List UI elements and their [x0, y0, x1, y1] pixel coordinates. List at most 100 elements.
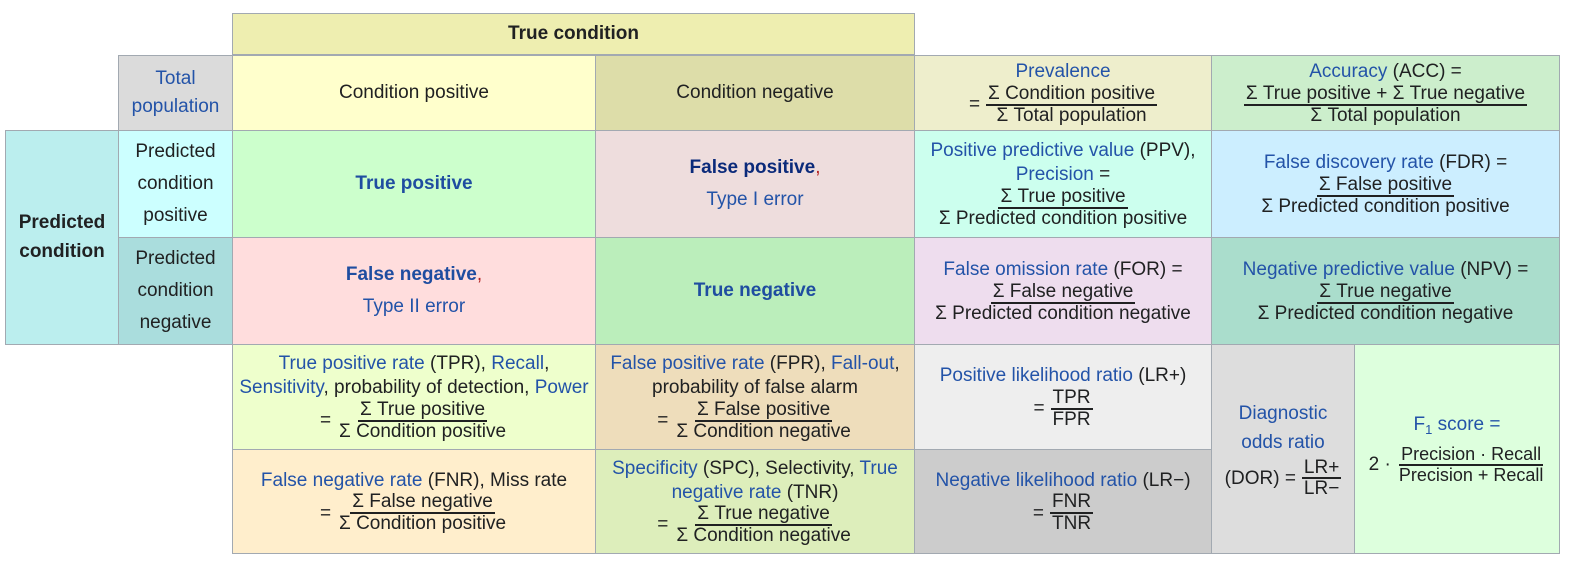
lr-positive-equals: =	[1033, 398, 1045, 419]
lr-positive-link[interactable]: Positive likelihood ratio	[939, 365, 1133, 387]
accuracy-fraction: Σ True positive + Σ True negative Σ Tota…	[1243, 82, 1528, 126]
predicted-positive-label: Predicted condition positive	[135, 140, 216, 227]
specificity-abbr: (SPC), Selectivity,	[697, 457, 860, 479]
dor-denominator: LR−	[1303, 478, 1340, 500]
dor-cell: Diagnostic odds ratio (DOR) = LR+ LR−	[1211, 344, 1355, 554]
fdr-denominator: Σ Predicted condition positive	[1261, 195, 1510, 217]
lr-negative-fraction: FNR TNR	[1050, 492, 1094, 534]
npv-fraction: Σ True negative Σ Predicted condition ne…	[1256, 280, 1516, 324]
true-condition-header: True condition	[232, 13, 915, 55]
ppv-fraction: Σ True positive Σ Predicted condition po…	[937, 185, 1189, 229]
for-abbr: (FOR) =	[1108, 259, 1183, 281]
predicted-condition-cell: Predicted condition	[5, 130, 119, 345]
type-i-error-link[interactable]: Type I error	[706, 189, 804, 210]
predicted-negative-cell: Predicted condition negative	[118, 237, 233, 345]
ppv-link[interactable]: Positive predictive value	[930, 140, 1135, 162]
fpr-link[interactable]: False positive rate	[610, 353, 765, 375]
fpr-numerator: Σ False positive	[694, 398, 833, 422]
fdr-numerator: Σ False positive	[1316, 173, 1455, 197]
specificity-cell: Specificity (SPC), Selectivity, True neg…	[595, 449, 915, 554]
dor-fraction: LR+ LR−	[1301, 456, 1342, 500]
fdr-link[interactable]: False discovery rate	[1263, 152, 1434, 174]
for-cell: False omission rate (FOR) = Σ False nega…	[914, 237, 1212, 345]
true-positive-link[interactable]: True positive	[355, 173, 473, 195]
fall-out-link[interactable]: Fall-out	[831, 353, 895, 375]
npv-cell: Negative predictive value (NPV) = Σ True…	[1211, 237, 1560, 345]
lr-positive-abbr: (LR+)	[1132, 365, 1187, 387]
f1-subscript: 1	[1425, 422, 1433, 438]
tnr-abbr: (TNR)	[781, 481, 839, 503]
fpr-cell: False positive rate (FPR), Fall-out, pro…	[595, 344, 915, 450]
tpr-fraction: Σ True positive Σ Condition positive	[337, 399, 508, 442]
npv-link[interactable]: Negative predictive value	[1242, 259, 1455, 281]
for-fraction: Σ False negative Σ Predicted condition n…	[933, 280, 1193, 324]
accuracy-abbr: (ACC) =	[1387, 61, 1462, 83]
accuracy-link[interactable]: Accuracy	[1309, 61, 1388, 83]
prevalence-equals: =	[968, 94, 981, 115]
true-condition-label: True condition	[508, 23, 639, 45]
dor-numerator: LR+	[1301, 456, 1342, 480]
f1-letter: F	[1413, 414, 1426, 436]
lr-positive-fraction: TPR FPR	[1050, 386, 1093, 430]
ppv-cell: Positive predictive value (PPV), Precisi…	[914, 130, 1212, 238]
fnr-cell: False negative rate (FNR), Miss rate = Σ…	[232, 449, 596, 554]
f1-score-link[interactable]: F1 score =	[1413, 414, 1501, 438]
type-ii-error-link[interactable]: Type II error	[362, 296, 466, 317]
fpr-abbr: (FPR),	[764, 353, 832, 375]
specificity-numerator: Σ True negative	[695, 503, 832, 527]
true-negative-link[interactable]: True negative	[693, 280, 817, 302]
total-population-link[interactable]: Total population	[131, 67, 220, 118]
ppv-denominator: Σ Predicted condition positive	[938, 207, 1188, 229]
lr-positive-denominator: FPR	[1052, 408, 1091, 430]
ppv-abbr: (PPV),	[1134, 140, 1196, 162]
npv-abbr: (NPV) =	[1454, 259, 1529, 281]
lr-negative-link[interactable]: Negative likelihood ratio	[935, 469, 1138, 491]
tnr-link-part2[interactable]: negative rate	[671, 481, 782, 503]
fpr-comma: ,	[894, 353, 900, 375]
sensitivity-link[interactable]: Sensitivity	[239, 377, 324, 399]
npv-denominator: Σ Predicted condition negative	[1257, 302, 1514, 324]
tpr-abbr: (TPR),	[424, 353, 492, 375]
f1-lead: 2 ·	[1368, 453, 1391, 475]
dor-link-line1[interactable]: Diagnostic	[1238, 402, 1328, 424]
ppv-numerator: Σ True positive	[998, 185, 1128, 209]
tpr-comma: ,	[544, 353, 550, 375]
tnr-link-part1[interactable]: True	[859, 457, 898, 479]
fnr-abbr: (FNR), Miss rate	[422, 469, 568, 491]
npv-numerator: Σ True negative	[1317, 280, 1454, 304]
tpr-link[interactable]: True positive rate	[278, 353, 425, 375]
fdr-fraction: Σ False positive Σ Predicted condition p…	[1259, 173, 1511, 217]
specificity-link[interactable]: Specificity	[612, 457, 698, 479]
f1-fraction: Precision · Recall Precision + Recall	[1397, 444, 1546, 485]
prevalence-link[interactable]: Prevalence	[1015, 61, 1111, 83]
lr-positive-cell: Positive likelihood ratio (LR+) = TPR FP…	[914, 344, 1212, 450]
fpr-equals: =	[657, 409, 669, 431]
true-positive-cell: True positive	[232, 130, 596, 238]
fnr-link[interactable]: False negative rate	[260, 469, 423, 491]
false-positive-link[interactable]: False positive	[689, 156, 816, 178]
for-numerator: Σ False negative	[990, 280, 1136, 304]
condition-negative-label: Condition negative	[676, 82, 834, 104]
for-denominator: Σ Predicted condition negative	[935, 302, 1191, 324]
precision-link[interactable]: Precision	[1015, 164, 1094, 186]
false-negative-cell: False negative, Type II error	[232, 237, 596, 345]
accuracy-numerator: Σ True positive + Σ True negative	[1243, 82, 1528, 106]
false-negative-link[interactable]: False negative	[345, 263, 477, 285]
fpr-fraction: Σ False positive Σ Condition negative	[674, 398, 852, 442]
power-link[interactable]: Power	[534, 377, 589, 399]
f1-score-cell: F1 score = 2 · Precision · Recall Precis…	[1354, 344, 1560, 554]
false-positive-comma: ,	[815, 156, 821, 178]
prevalence-fraction: Σ Condition positive Σ Total population	[986, 83, 1158, 126]
condition-positive-cell: Condition positive	[232, 55, 596, 131]
condition-negative-cell: Condition negative	[595, 55, 915, 131]
tpr-equals: =	[319, 409, 332, 431]
lr-negative-equals: =	[1032, 502, 1045, 524]
precision-equals: =	[1093, 164, 1111, 186]
dor-link-line2[interactable]: odds ratio	[1241, 432, 1325, 454]
lr-negative-cell: Negative likelihood ratio (LR−) = FNR TN…	[914, 449, 1212, 554]
lr-positive-numerator: TPR	[1050, 386, 1093, 410]
for-link[interactable]: False omission rate	[943, 259, 1109, 281]
fnr-equals: =	[319, 502, 332, 524]
recall-link[interactable]: Recall	[491, 353, 545, 375]
predicted-condition-label: Predicted condition	[18, 212, 106, 262]
